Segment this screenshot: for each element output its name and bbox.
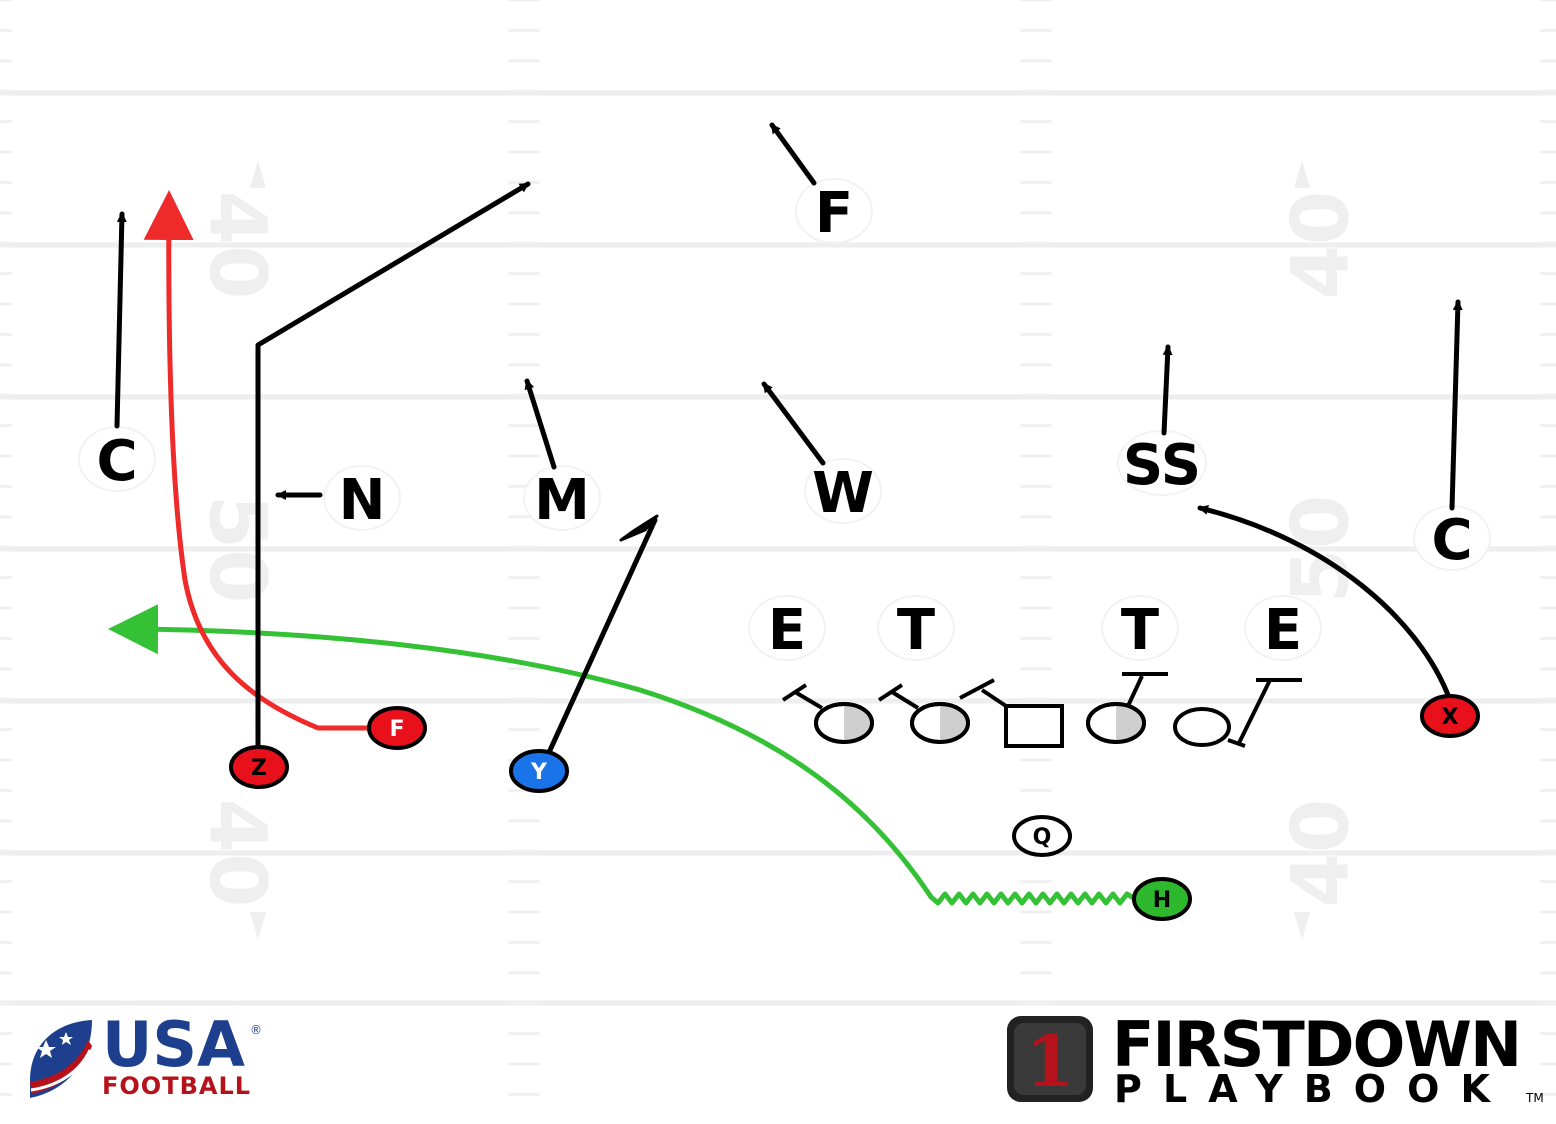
firstdown-playbook-logo: 1 FIRSTDOWN PLAYBOOK TM xyxy=(1007,1008,1544,1111)
defender-corner-right: C xyxy=(1431,508,1472,573)
route-y xyxy=(538,517,658,773)
player-x: X xyxy=(1420,694,1480,738)
lineman-right-guard xyxy=(1086,672,1168,744)
defender-strong-safety: SS xyxy=(1123,433,1201,498)
defender-mike: M xyxy=(534,468,590,533)
yard-arrow-icon xyxy=(250,160,266,188)
lineman-center xyxy=(959,678,1064,748)
drop-will xyxy=(761,381,826,466)
usa-football-logo: USA ® FOOTBALL xyxy=(30,1008,262,1100)
svg-text:Y: Y xyxy=(530,760,548,785)
defender-tackle-right: T xyxy=(1121,598,1159,663)
drop-strong-safety xyxy=(1161,344,1173,436)
yard-number-right-top: 40 xyxy=(1276,191,1366,300)
defensive-players: C F N M W SS C E T T E xyxy=(96,181,1472,663)
trademark-mark: TM xyxy=(1525,1091,1544,1105)
lineman-left-guard xyxy=(877,683,970,744)
routes xyxy=(108,122,1463,906)
defender-end-right: E xyxy=(1264,598,1302,663)
defender-corner-left: C xyxy=(96,429,137,494)
drop-corner-right xyxy=(1449,299,1463,511)
route-x xyxy=(1197,505,1453,703)
route-y-arrowhead xyxy=(619,514,659,542)
yard-arrow-icon xyxy=(1294,912,1310,940)
defender-end-left: E xyxy=(768,598,806,663)
offensive-line xyxy=(781,672,1302,748)
yard-number-left-mid: 50 xyxy=(192,495,282,604)
yard-number-right-mid: 50 xyxy=(1276,495,1366,604)
svg-text:H: H xyxy=(1153,888,1171,913)
yard-arrow-icon xyxy=(250,912,266,940)
lineman-right-tackle xyxy=(1173,678,1302,748)
svg-text:X: X xyxy=(1442,705,1459,730)
svg-text:Q: Q xyxy=(1033,825,1052,850)
route-h xyxy=(108,604,1138,906)
hash-marks xyxy=(0,0,1556,1096)
firstdown-logo-text: FIRSTDOWN xyxy=(1112,1008,1522,1081)
defender-will: W xyxy=(812,461,874,526)
svg-text:Z: Z xyxy=(251,756,267,781)
svg-text:F: F xyxy=(389,717,404,742)
drop-corner-left xyxy=(114,211,127,429)
player-h: H xyxy=(1132,877,1192,921)
defense-backgrounds xyxy=(78,178,1491,661)
yard-number-left-bottom: 40 xyxy=(192,799,282,908)
firstdown-badge-number: 1 xyxy=(1026,1020,1075,1103)
yard-number-right-bottom: 40 xyxy=(1276,799,1366,908)
offensive-players: Z F Y X Q H xyxy=(229,694,1480,921)
firstdown-badge-icon: 1 xyxy=(1007,1016,1093,1103)
route-z xyxy=(255,181,531,768)
defender-tackle-left: T xyxy=(897,598,935,663)
player-q: Q xyxy=(1012,815,1072,857)
drop-mike xyxy=(524,378,557,470)
field-numbers: 40 50 40 40 50 40 xyxy=(192,160,1366,940)
usa-logo-text: USA xyxy=(102,1008,245,1081)
drop-free-safety xyxy=(769,122,817,186)
playbook-logo-text: PLAYBOOK xyxy=(1114,1067,1524,1111)
player-z: Z xyxy=(229,745,289,789)
football-logo-text: FOOTBALL xyxy=(102,1072,251,1100)
yard-arrow-icon xyxy=(1294,160,1310,188)
defender-free-safety: F xyxy=(815,181,853,246)
usa-registered-mark: ® xyxy=(250,1023,262,1037)
yard-number-left-top: 40 xyxy=(192,191,282,300)
defender-nickel: N xyxy=(339,468,386,533)
football-icon xyxy=(30,1020,92,1098)
player-f: F xyxy=(367,706,427,750)
player-y: Y xyxy=(509,749,569,793)
lineman-left-tackle xyxy=(781,683,874,744)
